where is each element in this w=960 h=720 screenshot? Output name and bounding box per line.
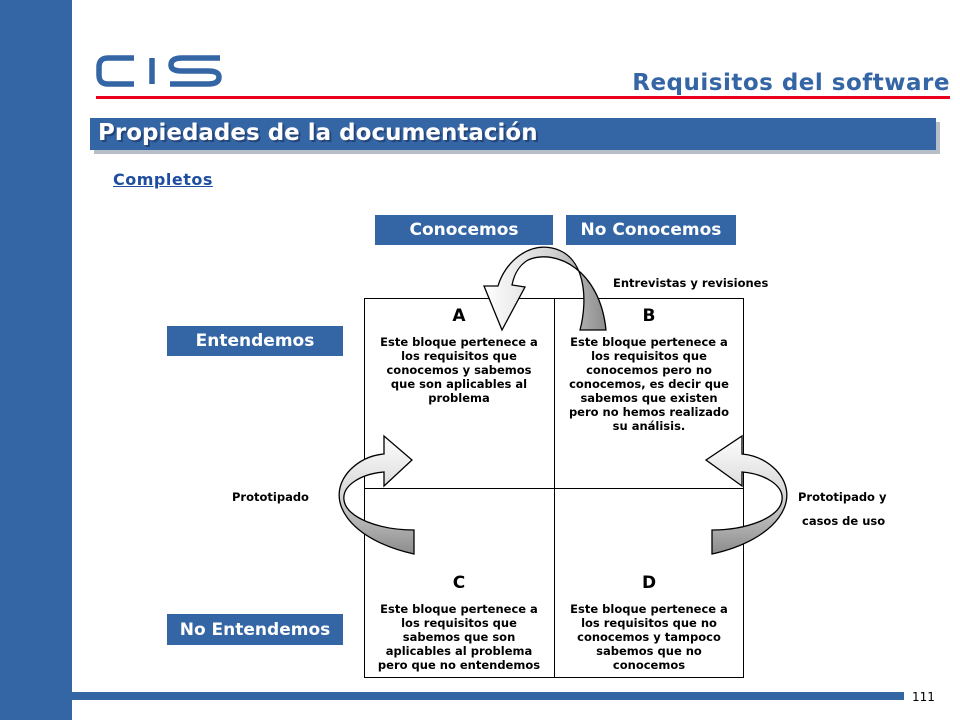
column-header-known: Conocemos [375, 215, 553, 245]
row-header-not-understood: No Entendemos [167, 614, 343, 645]
arrow-label-top: Entrevistas y revisiones [613, 276, 769, 290]
left-brand-bar [0, 0, 72, 720]
section-title: Propiedades de la documentación [98, 120, 538, 146]
quadrant-b-letter: B [642, 306, 656, 326]
header-divider [96, 96, 950, 99]
quadrant-b-text: Este bloque pertenece a los requisitos q… [568, 335, 730, 433]
quadrant-a-letter: A [452, 306, 466, 326]
quadrant-d-letter: D [641, 573, 657, 593]
quadrant-a-text: Este bloque pertenece a los requisitos q… [380, 335, 538, 405]
arrow-label-right-line1: Prototipado y [798, 490, 887, 504]
column-header-unknown: No Conocemos [566, 215, 736, 245]
quadrant-c-letter: C [452, 573, 466, 593]
arrow-label-left: Prototipado [232, 490, 309, 504]
row-header-understood: Entendemos [167, 326, 343, 356]
subtitle-link[interactable]: Completos [113, 170, 213, 189]
quadrant-d-text: Este bloque pertenece a los requisitos q… [570, 602, 728, 672]
quadrant-c-text: Este bloque pertenece a los requisitos q… [377, 602, 541, 672]
section-banner: Propiedades de la documentación [90, 118, 936, 150]
arrow-label-right-line2: casos de uso [802, 514, 886, 528]
page-number: 111 [912, 690, 935, 704]
header-title: Requisitos del software [632, 70, 950, 96]
grid-horizontal-divider [364, 488, 744, 489]
footer-bar [72, 692, 904, 700]
cis-logo [96, 55, 222, 87]
